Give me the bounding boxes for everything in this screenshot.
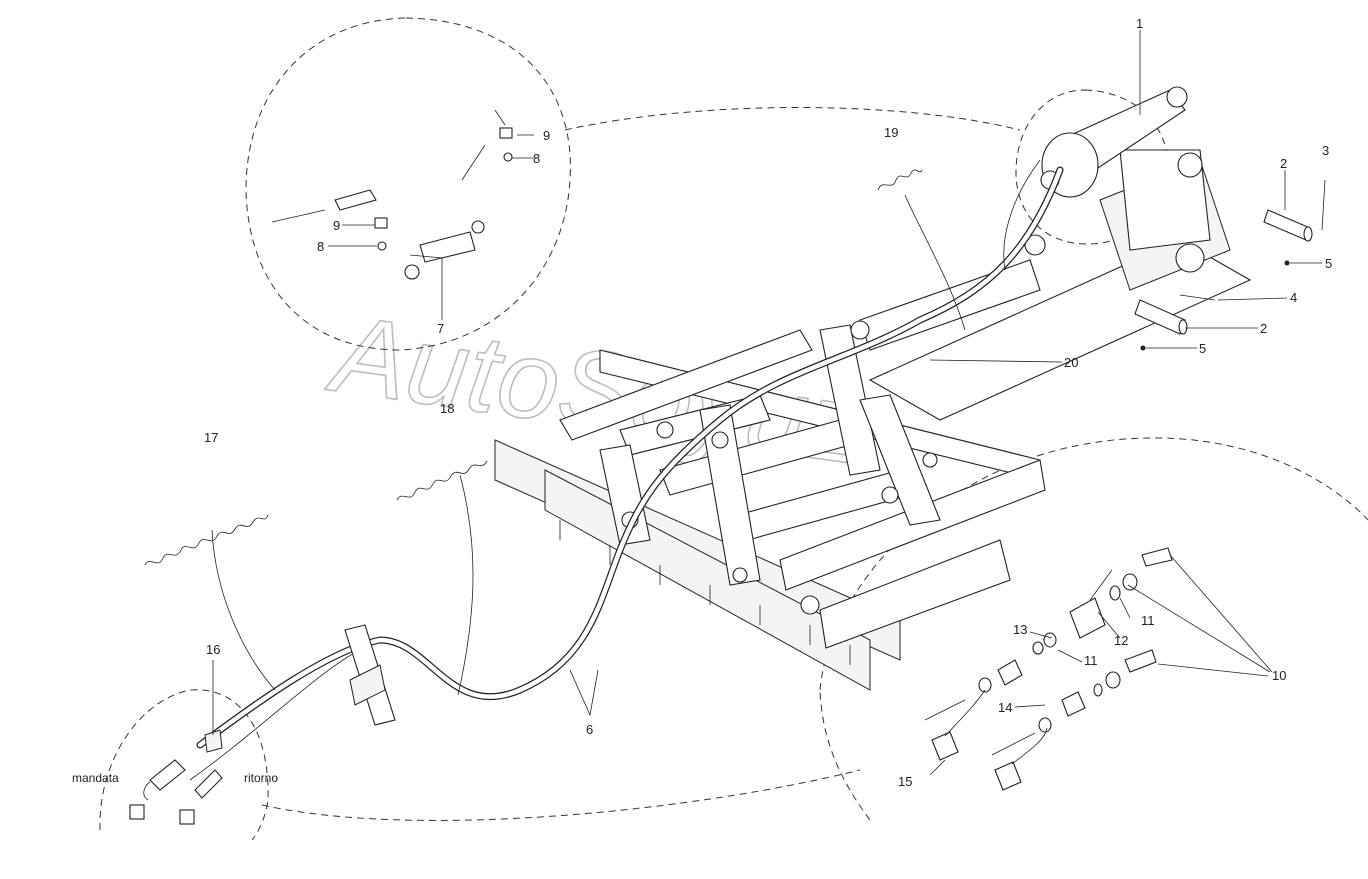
callout-14: 14 [998, 700, 1012, 715]
hydraulic-hoses [189, 159, 1064, 781]
label-ritorno: ritorno [244, 771, 278, 785]
leader-lines [212, 30, 1322, 776]
callout-4: 4 [1290, 290, 1297, 305]
callout-5: 5 [1325, 256, 1332, 271]
callout-20: 20 [1064, 355, 1078, 370]
callout-12: 12 [1114, 633, 1128, 648]
callout-9: 9 [543, 128, 550, 143]
callout-8: 8 [317, 239, 324, 254]
bolt [1321, 179, 1326, 231]
detail-circle-bottom-left [99, 689, 269, 841]
callout-18: 18 [440, 401, 454, 416]
fittings-detail [924, 547, 1173, 791]
pin-upper [1263, 209, 1313, 242]
callout-1: 1 [1136, 16, 1143, 31]
callout-11: 11 [1084, 653, 1098, 668]
connector-line [564, 107, 1021, 131]
callout-2: 2 [1280, 156, 1287, 171]
callout-7: 7 [437, 321, 444, 336]
connector-line [261, 769, 861, 821]
hose-bracket [344, 624, 396, 726]
callout-13: 13 [1013, 622, 1027, 637]
bolt-4 [1179, 294, 1216, 301]
arrow [457, 474, 474, 696]
valve-assembly-detail [271, 109, 513, 280]
machine-frame [494, 149, 1252, 691]
callout-11: 11 [1141, 613, 1155, 628]
callout-17: 17 [204, 430, 218, 445]
pin-lower [1134, 299, 1188, 335]
callout-3: 3 [1322, 143, 1329, 158]
hose-clip-19 [877, 169, 923, 191]
callout-15: 15 [898, 774, 912, 789]
callout-2: 2 [1260, 321, 1267, 336]
arrow [211, 529, 276, 691]
nut [1140, 345, 1146, 351]
arrow [904, 194, 966, 331]
callout-19: 19 [884, 125, 898, 140]
callout-16: 16 [206, 642, 220, 657]
detail-circle-cylinder [1015, 89, 1169, 245]
callout-9: 9 [333, 218, 340, 233]
callout-10: 10 [1272, 668, 1286, 683]
callout-6: 6 [586, 722, 593, 737]
nut [1284, 260, 1290, 266]
label-mandata: mandata [72, 771, 119, 785]
hose-clip-18 [396, 460, 488, 501]
hose-clip-17 [144, 514, 269, 566]
callout-5: 5 [1199, 341, 1206, 356]
quick-couplers-detail [129, 729, 223, 825]
detail-circle-top-left [245, 17, 571, 351]
callout-8: 8 [533, 151, 540, 166]
